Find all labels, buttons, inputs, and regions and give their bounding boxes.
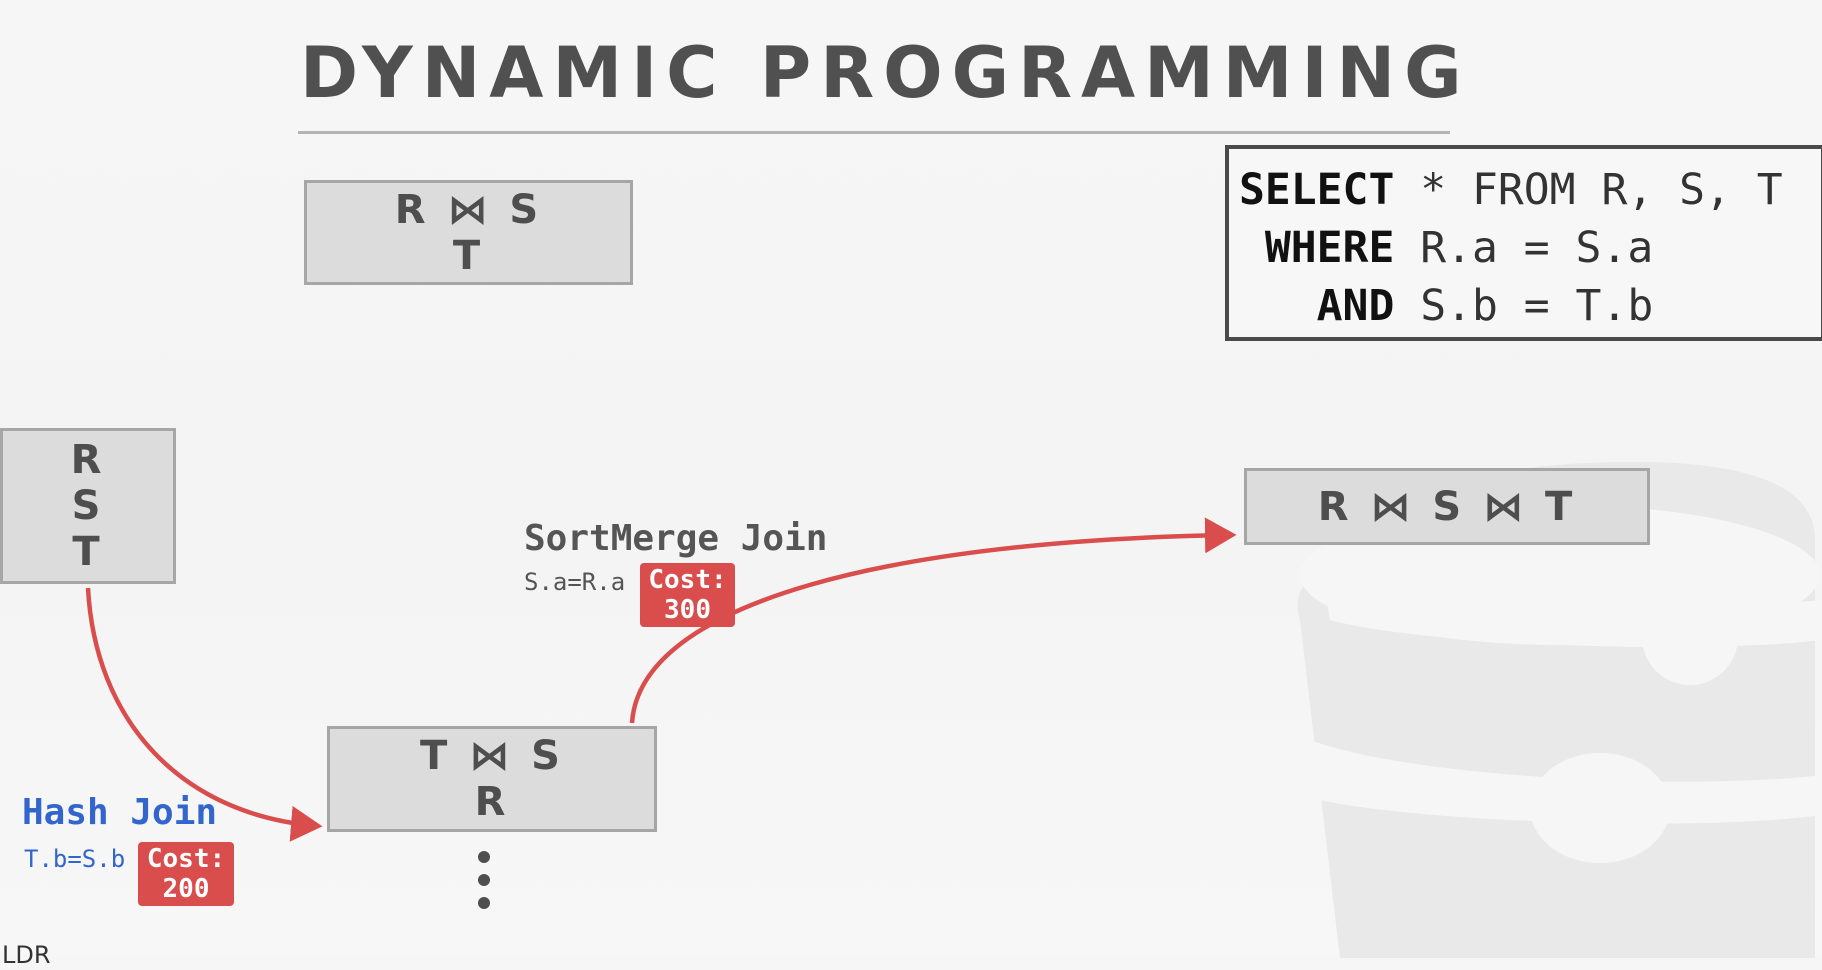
sortmerge-join-arrow [629, 517, 1237, 724]
node-label-line: R [474, 779, 510, 825]
sortmerge-cost-badge: Cost: 300 [640, 563, 735, 627]
cost-label: Cost: [648, 565, 727, 595]
node-label-line: S [71, 483, 105, 529]
slide-title: DYNAMIC PROGRAMMING [300, 32, 1471, 114]
sql-keyword: WHERE [1239, 223, 1395, 273]
footer-label: LDR [2, 941, 51, 969]
sql-keyword: SELECT [1239, 165, 1395, 215]
node-label-line: T ⋈ S [420, 733, 564, 779]
node-label-line: T [72, 529, 104, 575]
node-ts-join-r: T ⋈ S R [327, 726, 657, 832]
sql-clause: * FROM R, S, T [1394, 165, 1783, 215]
node-label-line: T [452, 232, 485, 279]
node-final-rst: R ⋈ S ⋈ T [1244, 468, 1650, 545]
title-divider [298, 131, 1450, 134]
node-label-line: R ⋈ S ⋈ T [1317, 483, 1577, 530]
sql-clause: S.b = T.b [1394, 281, 1654, 331]
cost-label: Cost: [146, 844, 226, 874]
sql-line-select: SELECT * FROM R, S, T [1239, 161, 1821, 219]
node-start-rst: R S T [0, 428, 176, 584]
cost-value: 200 [162, 874, 210, 904]
sql-line-where: WHERE R.a = S.a [1239, 219, 1821, 277]
sql-clause: R.a = S.a [1394, 223, 1654, 273]
sql-keyword: AND [1239, 281, 1395, 331]
node-label-line: R [70, 437, 106, 483]
hash-join-label: Hash Join [22, 792, 218, 833]
node-rs-join-t: R ⋈ S T [304, 180, 633, 285]
sortmerge-join-predicate: S.a=R.a [524, 568, 626, 596]
sql-query-box: SELECT * FROM R, S, T WHERE R.a = S.a AN… [1225, 145, 1822, 341]
hash-join-arrow [85, 587, 323, 842]
hash-join-predicate: T.b=S.b [24, 845, 126, 873]
hash-cost-badge: Cost: 200 [138, 842, 234, 906]
sql-line-and: AND S.b = T.b [1239, 277, 1821, 335]
cost-value: 300 [664, 595, 711, 625]
node-label-line: R ⋈ S [394, 186, 543, 233]
sortmerge-join-label: SortMerge Join [524, 518, 828, 559]
